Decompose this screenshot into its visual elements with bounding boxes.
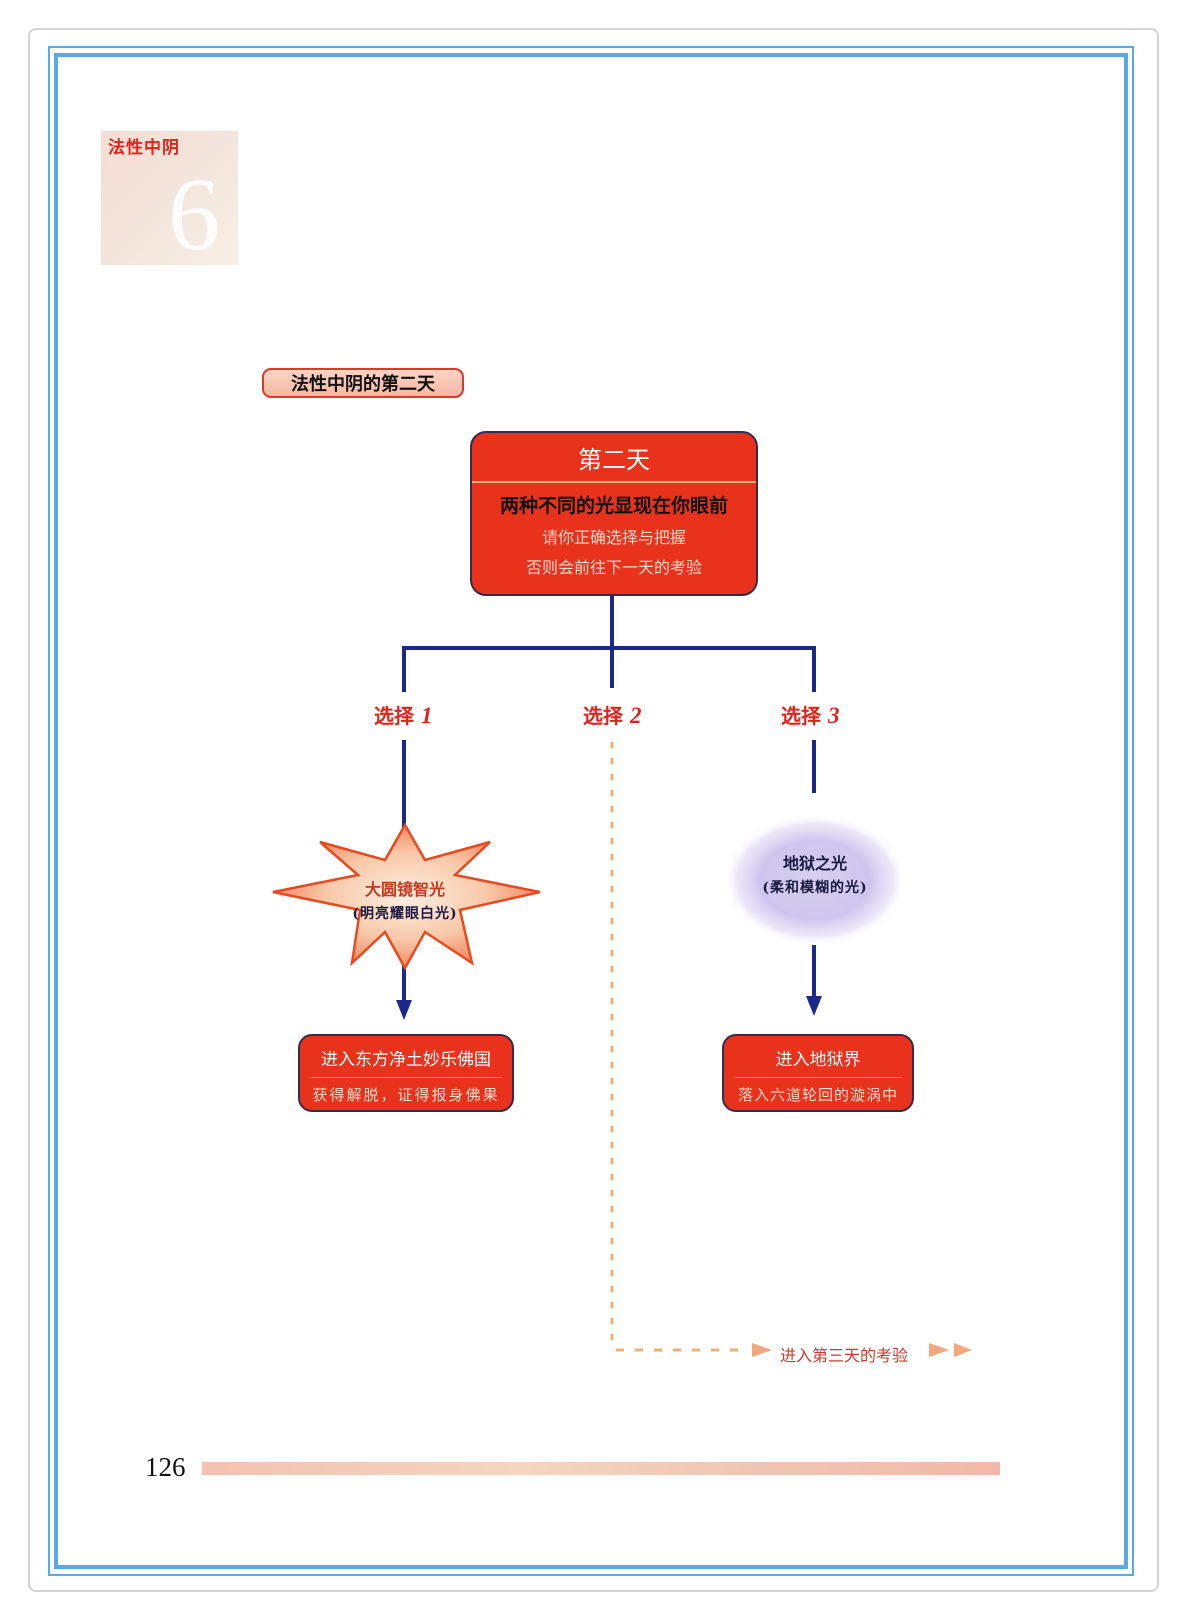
- bright-light-title: 大圆镜智光: [364, 880, 445, 899]
- choice-1-number: 1: [420, 703, 433, 728]
- page-outer-border: [28, 28, 1159, 1592]
- day-two-line-2: 否则会前往下一天的考验: [525, 558, 702, 577]
- choice-3-number: 3: [827, 703, 840, 728]
- outcome-hell-title: 进入地狱界: [775, 1050, 861, 1070]
- choice-2-number: 2: [629, 703, 642, 728]
- dim-light-title: 地狱之光: [782, 854, 847, 873]
- footer-decorative-bar: [202, 1462, 1000, 1475]
- outcome-hell-box: 进入地狱界 落入六道轮回的漩涡中: [722, 1034, 914, 1112]
- left-arrow-head: [396, 1000, 412, 1020]
- right-arrow-head: [806, 996, 822, 1016]
- outcome-hell-divider: [734, 1077, 902, 1078]
- section-title: 法性中阴的第二天: [262, 368, 464, 398]
- outcome-pure-land-divider: [310, 1077, 502, 1078]
- outcome-pure-land-title: 进入东方净土妙乐佛国: [321, 1050, 491, 1070]
- bright-light-star-shape: [272, 822, 541, 971]
- day-two-lead: 两种不同的光显现在你眼前: [499, 495, 728, 517]
- choice-1-text: 选择: [374, 704, 414, 728]
- chapter-number: 6: [168, 157, 220, 272]
- page-blue-border-outer: [48, 46, 1134, 1576]
- bright-light-subtitle: (明亮耀眼白光): [352, 906, 458, 922]
- dim-light-label: 地狱之光 (柔和模糊的光): [735, 850, 895, 897]
- page-number: 126: [145, 1452, 186, 1482]
- outcome-pure-land-subtitle: 获得解脱，证得报身佛果: [312, 1086, 500, 1104]
- outcome-hell-subtitle: 落入六道轮回的漩涡中: [737, 1086, 898, 1104]
- next-arrow-icon-1: [752, 1343, 772, 1357]
- day-two-box: 第二天 两种不同的光显现在你眼前 请你正确选择与把握 否则会前往下一天的考验: [470, 431, 758, 596]
- choice-2-text: 选择: [583, 704, 623, 728]
- bright-light-label: 大圆镜智光 (明亮耀眼白光): [325, 876, 485, 923]
- chapter-title: 法性中阴: [108, 138, 180, 158]
- page-blue-border-inner: [54, 53, 1128, 1569]
- outcome-pure-land-box: 进入东方净土妙乐佛国 获得解脱，证得报身佛果: [298, 1034, 514, 1112]
- day-two-divider: [472, 481, 756, 483]
- choice-1-label: 选择 1: [374, 700, 432, 729]
- dim-light-haze-shape: [723, 814, 907, 946]
- choice-3-label: 选择 3: [781, 700, 839, 729]
- next-arrow-icon-3: [954, 1343, 972, 1357]
- day-two-line-1: 请你正确选择与把握: [541, 528, 686, 547]
- dim-light-subtitle: (柔和模糊的光): [762, 880, 868, 896]
- choice-2-label: 选择 2: [583, 700, 641, 729]
- day-two-title: 第二天: [578, 446, 650, 474]
- next-arrow-icon-2: [929, 1343, 949, 1357]
- choice-3-text: 选择: [781, 704, 821, 728]
- chapter-header-block: [101, 131, 238, 265]
- next-day-label: 进入第三天的考验: [780, 1346, 909, 1365]
